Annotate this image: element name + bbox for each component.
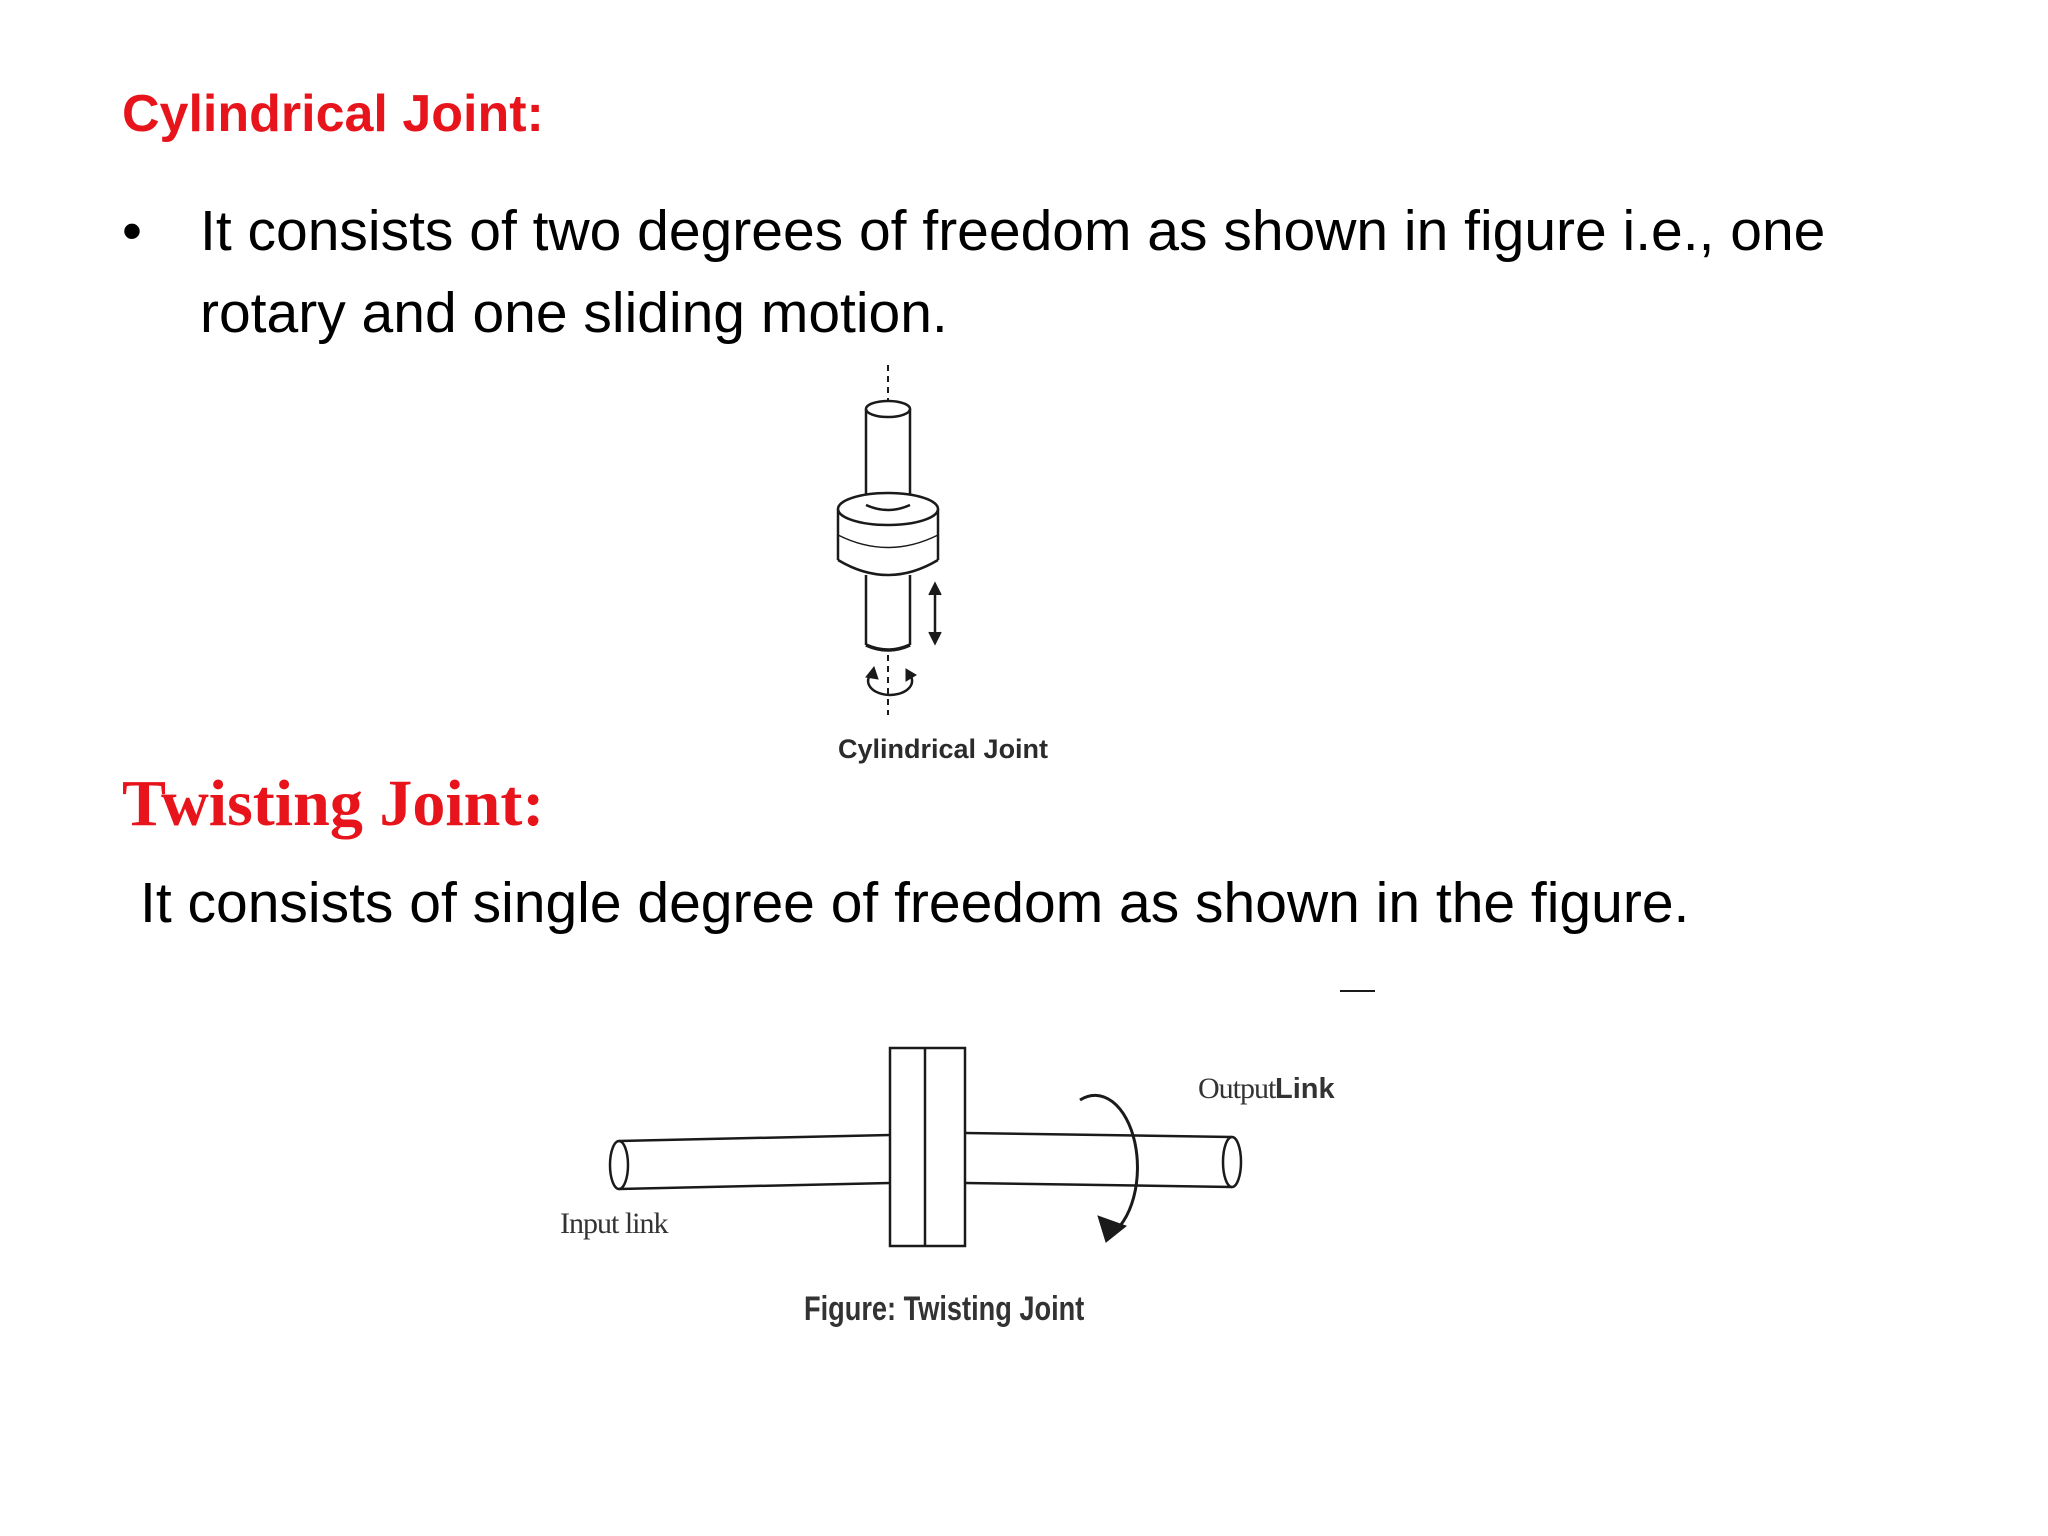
- twisting-joint-figure: Output Link Input link Figure: Twisting …: [560, 990, 1375, 1328]
- output-link-label-bold: Link: [1275, 1073, 1335, 1105]
- cylindrical-figure-caption: Cylindrical Joint: [838, 734, 1048, 764]
- output-link-label-light: Output: [1198, 1072, 1277, 1105]
- cylindrical-joint-figure: Cylindrical Joint: [836, 365, 1048, 764]
- bullet-marker: •: [122, 199, 142, 263]
- cylindrical-joint-heading: Cylindrical Joint:: [122, 85, 544, 143]
- twisting-joint-heading: Twisting Joint:: [122, 767, 545, 840]
- input-link-label: Input link: [560, 1207, 668, 1240]
- twisting-description: It consists of single degree of freedom …: [140, 871, 1690, 935]
- twisting-figure-caption: Figure: Twisting Joint: [804, 1289, 1084, 1328]
- cylindrical-description: It consists of two degrees of freedom as…: [200, 199, 1826, 345]
